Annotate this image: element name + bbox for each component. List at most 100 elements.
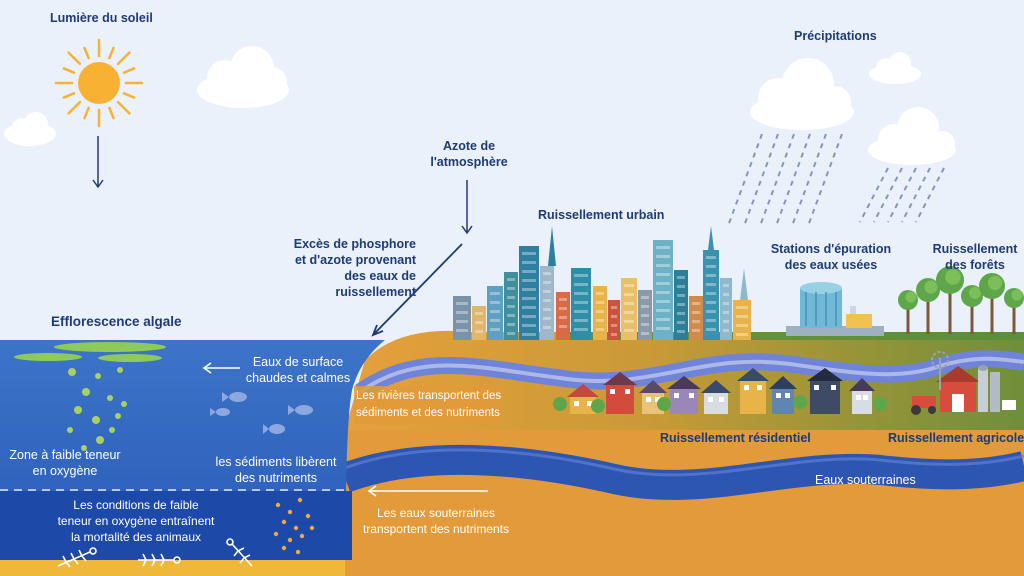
building-windows bbox=[656, 255, 670, 258]
cloud-icon bbox=[869, 52, 921, 84]
algae-particle bbox=[67, 427, 73, 433]
building-windows bbox=[656, 282, 670, 285]
building bbox=[472, 306, 486, 340]
building-windows bbox=[507, 305, 515, 308]
building-windows bbox=[475, 312, 483, 315]
building-windows bbox=[507, 287, 515, 290]
tree-highlight bbox=[905, 291, 917, 303]
house-roof bbox=[807, 368, 843, 381]
building-windows bbox=[723, 284, 729, 287]
algae-particles bbox=[67, 367, 127, 451]
building-windows bbox=[656, 291, 670, 294]
sun-ray bbox=[116, 51, 131, 66]
house-window bbox=[574, 401, 579, 406]
building-windows bbox=[574, 292, 588, 295]
soil-bottom bbox=[345, 560, 1024, 576]
building-windows bbox=[706, 274, 716, 277]
building-windows bbox=[490, 328, 500, 331]
house-roof bbox=[639, 380, 667, 393]
algae-particle bbox=[107, 395, 113, 401]
building-windows bbox=[574, 283, 588, 286]
sun-ray bbox=[67, 100, 82, 115]
building-windows bbox=[624, 302, 634, 305]
algae-particle bbox=[68, 368, 76, 376]
house-roof bbox=[769, 376, 797, 389]
building-windows bbox=[543, 290, 551, 293]
building-windows bbox=[522, 261, 536, 264]
building bbox=[540, 266, 554, 340]
building bbox=[653, 240, 673, 340]
groundwater-flow-arrow bbox=[367, 485, 488, 497]
building-windows bbox=[723, 311, 729, 314]
building bbox=[720, 278, 732, 340]
building-windows bbox=[736, 306, 748, 309]
building bbox=[556, 292, 570, 340]
river-label-box bbox=[354, 386, 502, 424]
precipitation-label: Précipitations bbox=[794, 29, 877, 43]
fish-skeleton-icon bbox=[226, 538, 253, 567]
building bbox=[674, 270, 688, 340]
cloud-icon bbox=[197, 46, 289, 108]
bush bbox=[591, 399, 605, 413]
house-window bbox=[863, 395, 868, 400]
building-windows bbox=[624, 311, 634, 314]
sun-ray bbox=[67, 51, 82, 66]
building-windows bbox=[677, 276, 685, 279]
tree-trunk bbox=[990, 286, 994, 334]
algae-particle bbox=[74, 406, 82, 414]
urban-runoff-label: Ruissellement urbain bbox=[538, 208, 665, 222]
building-windows bbox=[677, 330, 685, 333]
sun-ray bbox=[108, 46, 115, 60]
building-windows bbox=[574, 328, 588, 331]
sediment-particle bbox=[293, 525, 299, 531]
sunlight-arrow bbox=[92, 136, 104, 189]
building-windows bbox=[656, 327, 670, 330]
building-windows bbox=[677, 312, 685, 315]
sediment-particle bbox=[287, 537, 293, 543]
sun-ray bbox=[62, 67, 76, 74]
building-windows bbox=[543, 317, 551, 320]
building-windows bbox=[706, 292, 716, 295]
building-windows bbox=[596, 292, 604, 295]
sun-ray bbox=[83, 46, 90, 60]
building-windows bbox=[656, 273, 670, 276]
farm-icon bbox=[911, 351, 1016, 415]
fish-icon bbox=[210, 408, 230, 416]
house bbox=[852, 390, 872, 414]
house-window bbox=[814, 385, 819, 390]
building-windows bbox=[677, 294, 685, 297]
building-windows bbox=[723, 302, 729, 305]
groundwater-band bbox=[339, 444, 1024, 500]
deep-water-zone bbox=[0, 491, 352, 560]
building-windows bbox=[574, 301, 588, 304]
building bbox=[703, 250, 719, 340]
building-windows bbox=[706, 256, 716, 259]
building-windows bbox=[706, 283, 716, 286]
building-windows bbox=[677, 285, 685, 288]
building bbox=[621, 278, 637, 340]
sediment-particle bbox=[273, 531, 279, 537]
building-windows bbox=[624, 293, 634, 296]
building-windows bbox=[723, 329, 729, 332]
house-roof bbox=[603, 372, 637, 385]
sediment-particle bbox=[309, 525, 315, 531]
building-windows bbox=[522, 315, 536, 318]
building-windows bbox=[624, 329, 634, 332]
city-skyline-icon bbox=[453, 226, 751, 340]
building-windows bbox=[736, 315, 748, 318]
spire bbox=[708, 226, 714, 250]
building-windows bbox=[706, 310, 716, 313]
sun-ray bbox=[122, 92, 136, 99]
fish-skeleton-icon bbox=[57, 547, 97, 568]
building-windows bbox=[656, 264, 670, 267]
building-windows bbox=[543, 281, 551, 284]
treatment-plants-label: Stations d'épuration des eaux usées bbox=[770, 242, 892, 272]
tree-highlight bbox=[924, 280, 938, 294]
groundwater-transport-label: Les eaux souterraines transportent des n… bbox=[362, 506, 510, 536]
bush bbox=[657, 397, 671, 411]
building-windows bbox=[706, 328, 716, 331]
groundwater-label: Eaux souterraines bbox=[815, 473, 916, 487]
building-windows bbox=[522, 270, 536, 273]
houses-icon bbox=[553, 368, 887, 414]
